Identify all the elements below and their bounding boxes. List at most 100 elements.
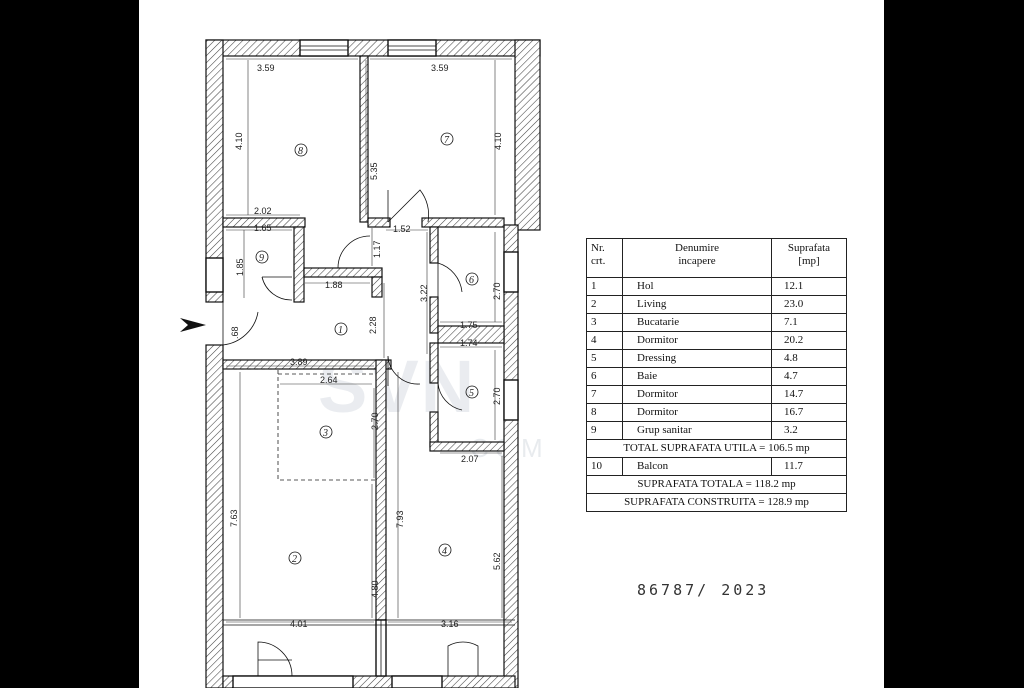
dim-room5-bottom: 2.07 — [461, 454, 479, 464]
row-name: Bucatarie — [622, 313, 772, 332]
room-number-1: 1 — [338, 325, 343, 336]
row-nr: 8 — [586, 403, 623, 422]
room-number-8: 8 — [298, 146, 303, 157]
row-name: Dressing — [622, 349, 772, 368]
built-row: SUPRAFATA CONSTRUITA = 128.9 mp — [586, 493, 847, 512]
total-util-row: TOTAL SUPRAFATA UTILA = 106.5 mp — [586, 439, 847, 458]
row-area: 23.0 — [771, 295, 847, 314]
doors — [222, 189, 479, 677]
dimension-lines — [226, 58, 512, 623]
dim-room8-bottom: 2.02 — [254, 206, 272, 216]
row-area: 4.8 — [771, 349, 847, 368]
header-nr: Nr. crt. — [586, 238, 623, 278]
row-name: Dormitor — [622, 331, 772, 350]
row-name: Dormitor — [622, 403, 772, 422]
row-area: 14.7 — [771, 385, 847, 404]
room-number-2: 2 — [292, 554, 297, 565]
dim-living-lower: 4.80 — [370, 580, 380, 598]
header-area-label: Suprafata [mp] — [787, 242, 831, 267]
watermark: SVN — [318, 345, 476, 428]
row-nr: 9 — [586, 421, 623, 440]
dim-room6-height: 2.70 — [492, 282, 502, 300]
built-area: SUPRAFATA CONSTRUITA = 128.9 mp — [586, 493, 847, 512]
room-number-3: 3 — [322, 428, 328, 439]
row-area: 16.7 — [771, 403, 847, 422]
registration-stamp: 86787/ 2023 — [637, 581, 770, 599]
dim-corridor-height: 5.35 — [369, 162, 379, 180]
dim-hall-depth: 2.28 — [368, 316, 378, 334]
row-nr: 2 — [586, 295, 623, 314]
dim-room7-height: 4.10 — [493, 132, 503, 150]
interior-walls — [222, 55, 515, 677]
table-header-row: Nr. crt. Denumire incapere Suprafata [mp… — [586, 238, 847, 278]
header-name-label: Denumire incapere — [675, 242, 719, 267]
dim-hall-height: 3.22 — [419, 284, 429, 302]
dim-kitchen-width: 2.64 — [320, 375, 338, 385]
row-name: Living — [622, 295, 772, 314]
room-number-9: 9 — [259, 253, 264, 264]
balcony-area: 11.7 — [771, 457, 847, 476]
total-util: TOTAL SUPRAFATA UTILA = 106.5 mp — [586, 439, 847, 458]
dim-living-top: 3.89 — [290, 357, 308, 367]
row-nr: 4 — [586, 331, 623, 350]
total-area: SUPRAFATA TOTALA = 118.2 mp — [586, 475, 847, 494]
entrance-arrow-icon — [180, 318, 206, 332]
dim-room4-bottom: 3.16 — [441, 619, 459, 629]
dim-room5-top: 1.74 — [460, 338, 478, 348]
dimension-labels: 3.59 3.59 4.10 4.10 5.35 2.02 1.65 1.85 … — [229, 63, 503, 629]
dim-door-width: 1.17 — [372, 240, 382, 258]
row-nr: 7 — [586, 385, 623, 404]
dim-room4-height: 5.62 — [492, 552, 502, 570]
room-number-5: 5 — [469, 388, 474, 399]
row-name: Grup sanitar — [622, 421, 772, 440]
room-numbers: 1 2 3 4 5 6 7 8 9 — [255, 132, 479, 565]
row-area: 7.1 — [771, 313, 847, 332]
row-area: 12.1 — [771, 277, 847, 296]
row-name: Baie — [622, 367, 772, 386]
dim-room7-width: 3.59 — [431, 63, 449, 73]
row-nr: 6 — [586, 367, 623, 386]
dim-living-bottom: 4.01 — [290, 619, 308, 629]
dim-wall-height: 7.93 — [395, 510, 405, 528]
dim-room9-width: 1.65 — [254, 223, 272, 233]
header-nr-label: Nr. crt. — [591, 242, 606, 267]
row-area: 20.2 — [771, 331, 847, 350]
row-name: Hol — [622, 277, 772, 296]
header-name: Denumire incapere — [622, 238, 772, 278]
row-nr: 5 — [586, 349, 623, 368]
row-area: 4.7 — [771, 367, 847, 386]
dim-kitchen-height: 2.70 — [370, 412, 380, 430]
balcony-name: Balcon — [622, 457, 772, 476]
total-row: SUPRAFATA TOTALA = 118.2 mp — [586, 475, 847, 494]
dim-room9-bottom: 1.88 — [325, 280, 343, 290]
dim-entry-width: .68 — [230, 326, 240, 339]
balcony-nr: 10 — [586, 457, 623, 476]
room-number-7: 7 — [444, 135, 450, 146]
dim-hall-top: 1.52 — [393, 224, 411, 234]
dim-room9-height: 1.85 — [235, 258, 245, 276]
dim-room8-height: 4.10 — [234, 132, 244, 150]
row-area: 3.2 — [771, 421, 847, 440]
row-nr: 1 — [586, 277, 623, 296]
row-name: Dormitor — [622, 385, 772, 404]
room-schedule-table: Nr. crt. Denumire incapere Suprafata [mp… — [586, 238, 847, 512]
dim-room8-width: 3.59 — [257, 63, 275, 73]
room-number-4: 4 — [442, 546, 447, 557]
header-area: Suprafata [mp] — [771, 238, 847, 278]
dim-room6-bottom: 1.75 — [460, 320, 478, 330]
dim-room5-height: 2.70 — [492, 387, 502, 405]
room-number-6: 6 — [469, 275, 474, 286]
dim-living-height: 7.63 — [229, 509, 239, 527]
row-nr: 3 — [586, 313, 623, 332]
